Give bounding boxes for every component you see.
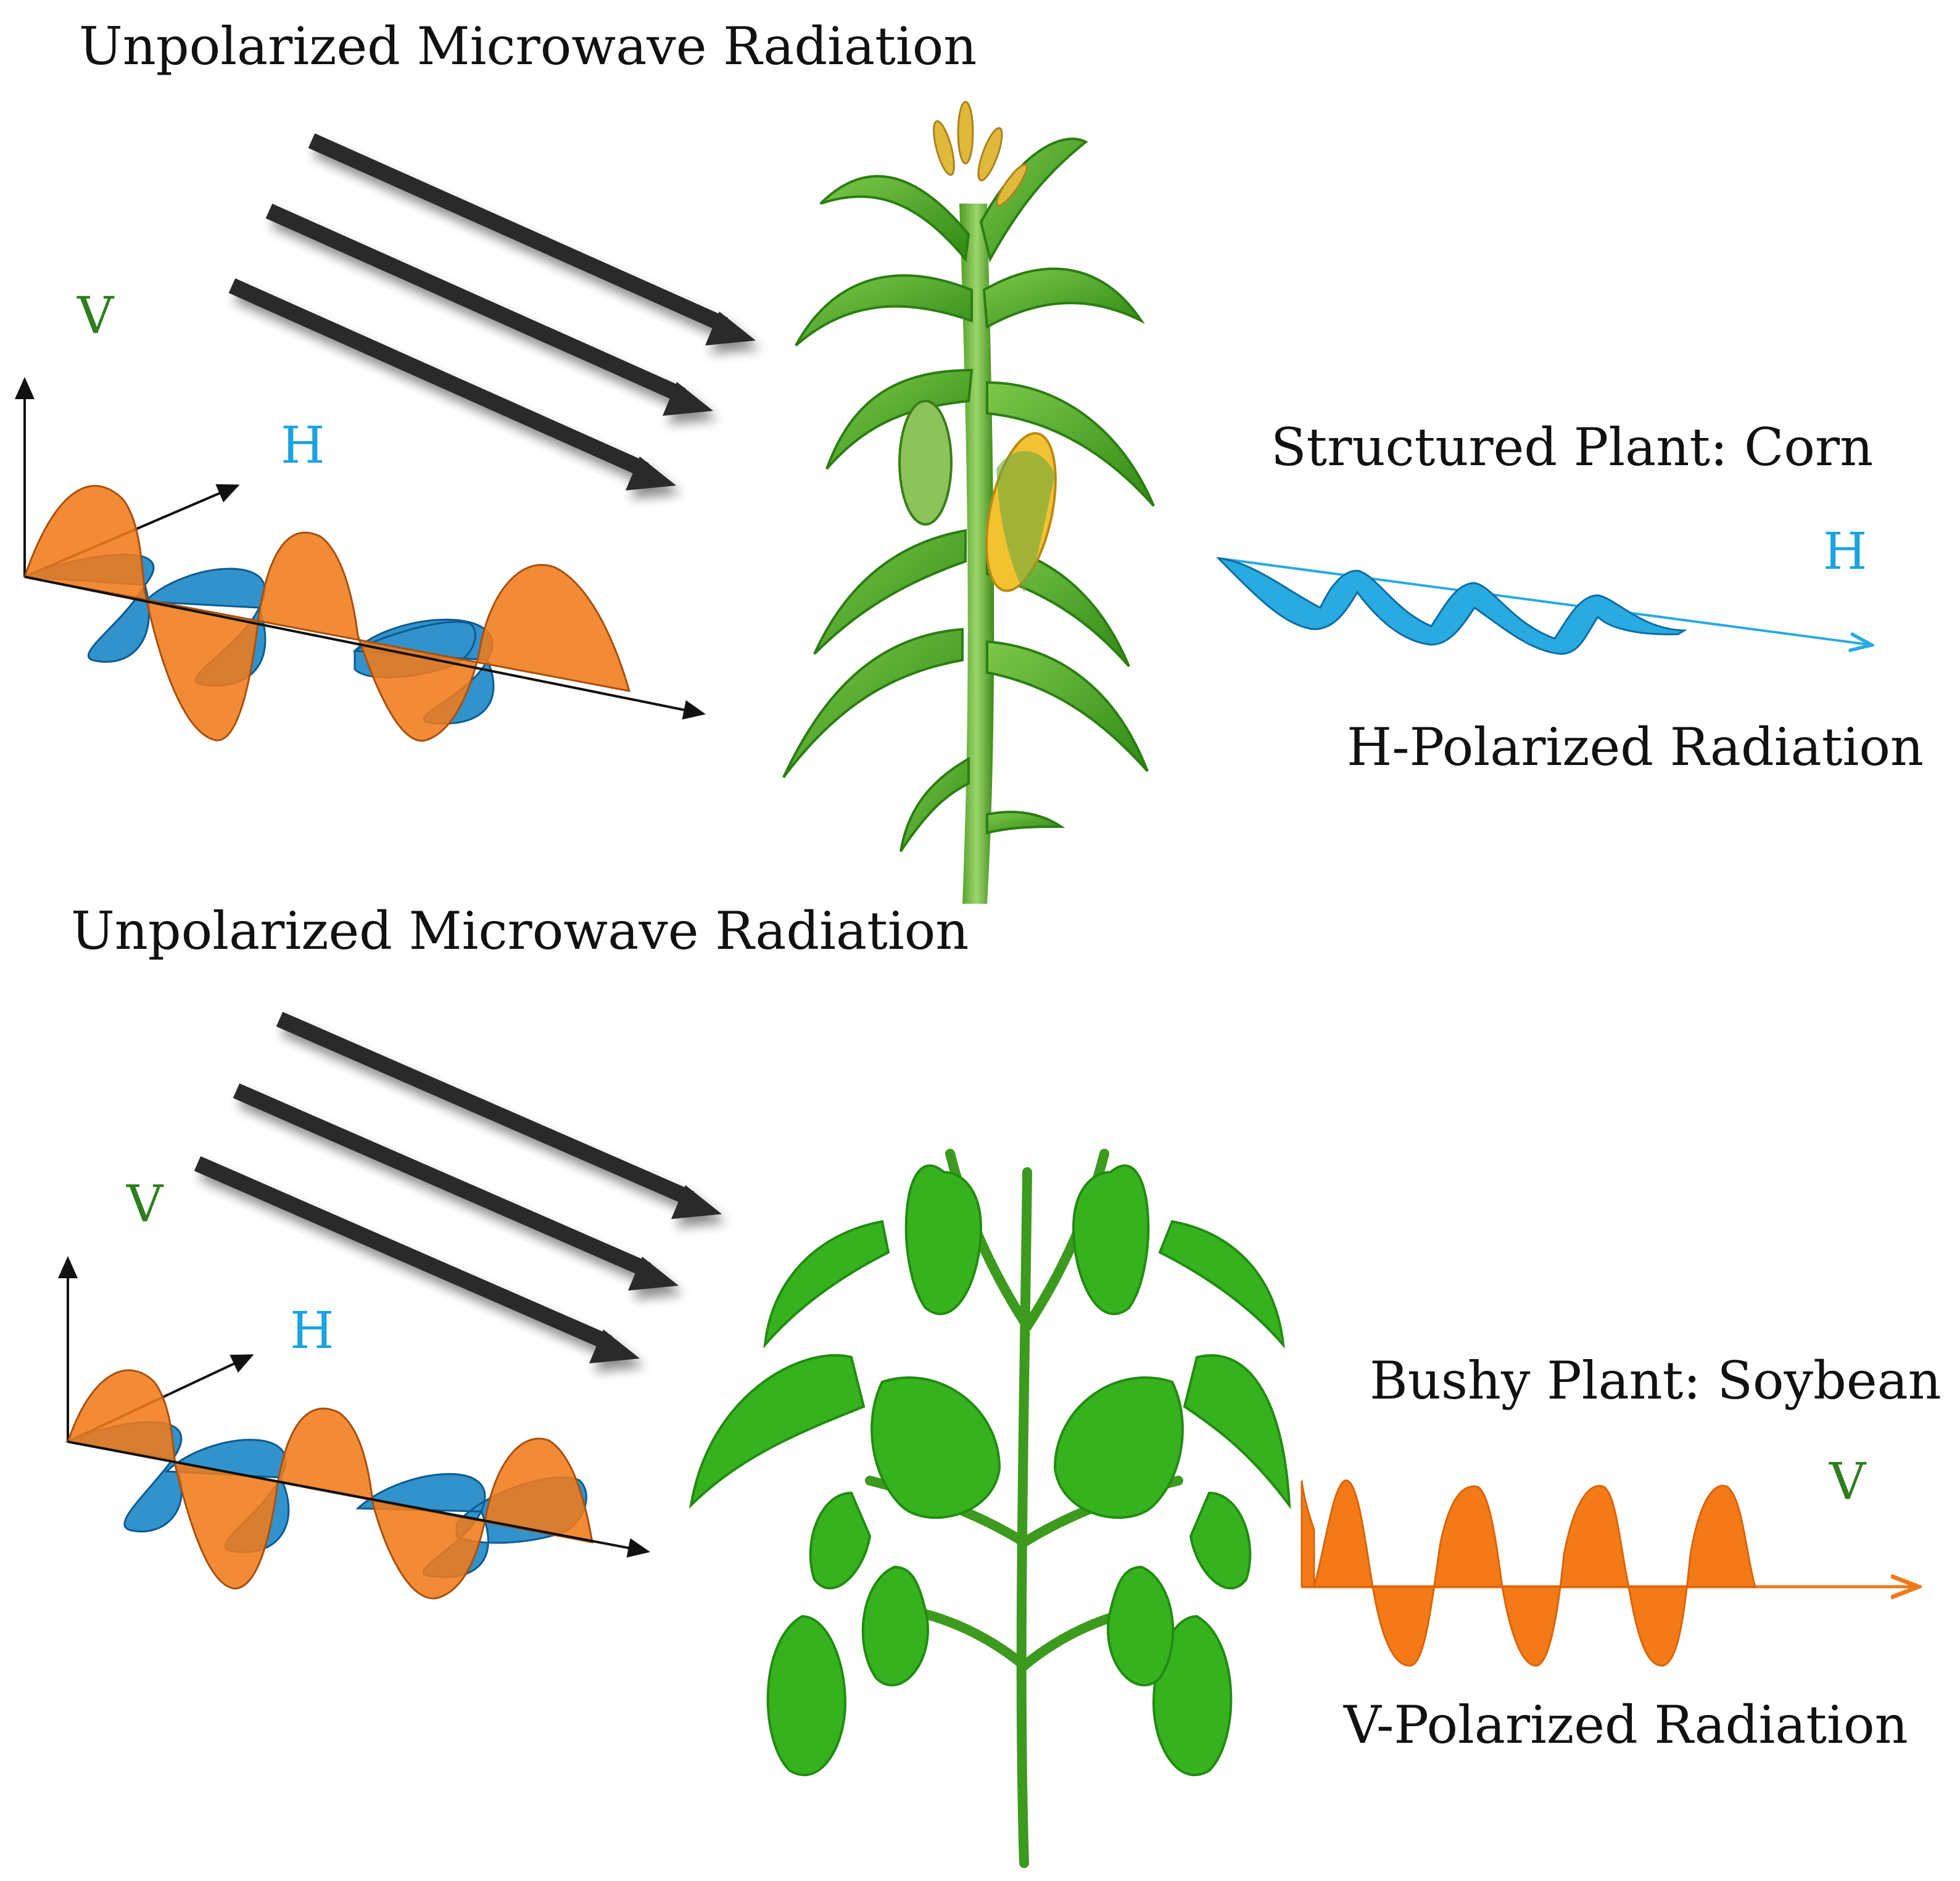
- corn-tassel-icon: [933, 101, 1028, 207]
- top-incoming-arrows: [228, 133, 756, 490]
- top-axis-v-label: V: [76, 287, 115, 345]
- corn-label: Structured Plant: Corn: [1271, 417, 1873, 477]
- soybean-plant-icon: [688, 1149, 1291, 1868]
- bottom-axis-h-label: H: [290, 1302, 334, 1360]
- bottom-incoming-label: Unpolarized Microwave Radiation: [71, 901, 969, 961]
- top-axis-h-label: H: [281, 416, 325, 475]
- v-wave-out: [1300, 1479, 1756, 1667]
- soybean-label: Bushy Plant: Soybean: [1370, 1350, 1941, 1411]
- h-propagation-arrow: [1218, 557, 1869, 645]
- arrow-icon: [265, 204, 713, 416]
- arrow-icon: [194, 1156, 640, 1363]
- corn-plant-icon: [782, 101, 1155, 904]
- top-incoming-label: Unpolarized Microwave Radiation: [79, 16, 977, 76]
- propagation-axis: [67, 1441, 650, 1558]
- v-out-axis-label: V: [1829, 1453, 1867, 1511]
- h-out-axis-label: H: [1823, 523, 1867, 581]
- v-wave: [67, 1369, 593, 1600]
- arrow-icon: [228, 278, 676, 490]
- arrow-icon: [276, 1012, 722, 1219]
- h-wave-out: [1216, 557, 1688, 655]
- h-polarized-wave: [1216, 557, 1869, 655]
- corn-cob-icon: [898, 400, 1057, 592]
- h-polarized-label: H-Polarized Radiation: [1347, 717, 1924, 777]
- arrow-icon: [308, 133, 756, 345]
- v-polarized-label: V-Polarized Radiation: [1343, 1695, 1908, 1755]
- top-unpolarized-wave: [14, 377, 706, 742]
- bottom-unpolarized-wave: [58, 1256, 650, 1600]
- v-polarized-wave: [1300, 1479, 1916, 1667]
- arrow-icon: [233, 1083, 679, 1291]
- bottom-axis-v-label: V: [126, 1175, 164, 1234]
- bottom-incoming-arrows: [194, 1012, 722, 1363]
- v-wave: [23, 485, 631, 742]
- propagation-axis: [24, 576, 706, 720]
